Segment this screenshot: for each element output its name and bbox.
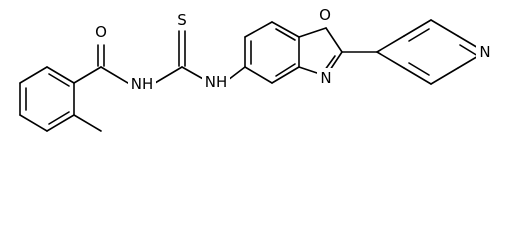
bond — [100, 66, 129, 84]
bond — [376, 51, 405, 69]
bond — [275, 28, 296, 41]
bond — [271, 66, 300, 84]
bond — [46, 66, 75, 84]
pyridine-nitrogen-label: N — [479, 43, 490, 61]
carbonyl-oxygen-label: O — [95, 23, 107, 41]
bond — [19, 114, 48, 132]
thiocarbonyl-sulfur-label: S — [177, 11, 187, 29]
bond — [154, 66, 183, 84]
bond — [403, 67, 432, 85]
atom-labels: O NH S NH O N N — [92, 5, 494, 93]
bond — [430, 67, 459, 85]
bond — [227, 66, 246, 81]
bond — [181, 66, 206, 81]
bond — [430, 19, 459, 37]
bond — [408, 28, 430, 42]
bond — [46, 114, 75, 132]
bond — [408, 62, 430, 76]
oxazole-nitrogen-label: N — [320, 69, 331, 87]
bond — [298, 27, 327, 38]
bond — [459, 44, 479, 57]
oxazole-oxygen-label: O — [319, 6, 331, 24]
bond — [48, 73, 70, 87]
bond — [403, 19, 432, 37]
bond — [376, 35, 405, 53]
bond — [73, 66, 102, 84]
amide-nh-label: NH — [131, 75, 154, 93]
bonds — [19, 19, 486, 132]
thiourea-nh-label: NH — [205, 73, 228, 91]
bond — [271, 21, 300, 38]
bond — [19, 66, 48, 84]
bond — [325, 27, 343, 53]
bond — [73, 114, 102, 132]
bond — [48, 111, 70, 125]
bond — [244, 21, 273, 38]
bond — [244, 66, 273, 84]
chemical-structure: O NH S NH O N N — [19, 5, 494, 132]
bond — [275, 63, 296, 77]
